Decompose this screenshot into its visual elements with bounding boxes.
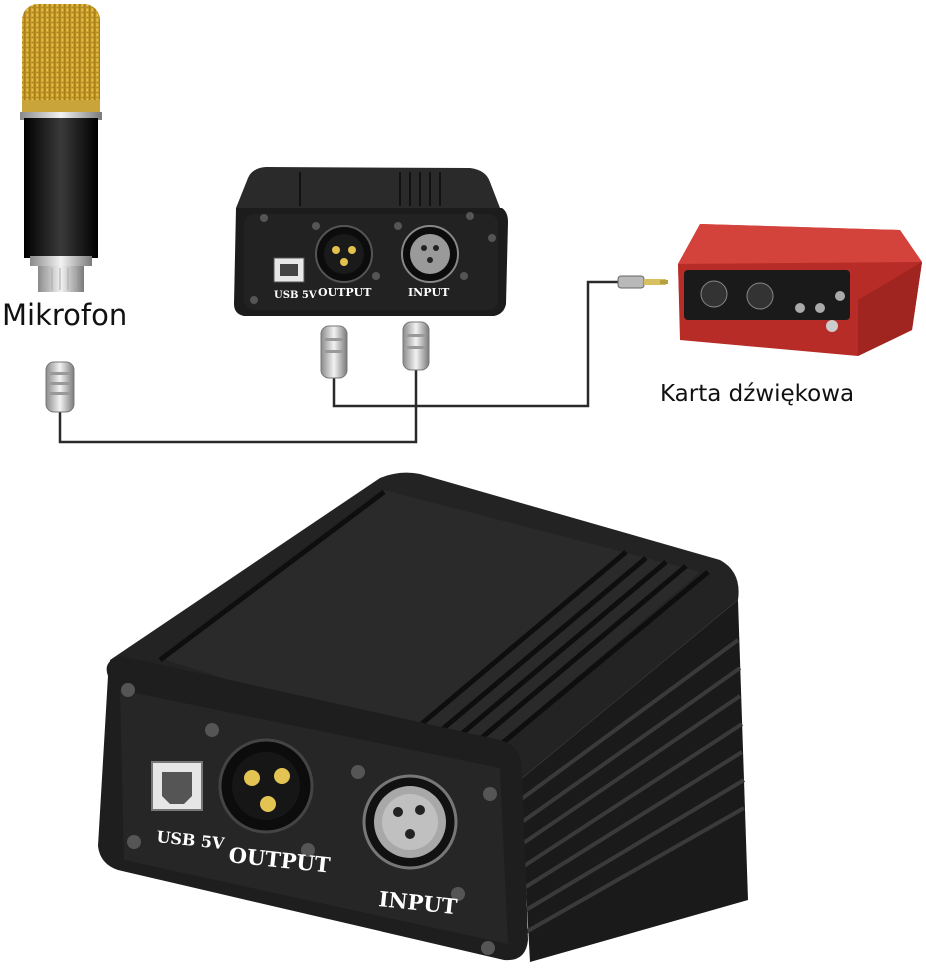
phantom-box-large-icon [98,472,748,962]
small-usb-label: USB 5V [274,290,317,301]
sound-card-icon [678,224,922,356]
phantom-box-small-icon [234,167,508,316]
xlr-plug-input-icon [402,321,430,371]
microphone-label: Mikrofon [2,298,128,332]
small-output-label: OUTPUT [318,286,372,299]
cable-lines [58,280,620,444]
small-input-label: INPUT [408,286,450,299]
xlr-plug-icon [45,361,75,413]
jack-plug-icon [617,275,668,289]
xlr-plug-output-icon [320,325,348,379]
sound-card-label: Karta dźwiękowa [660,381,855,407]
microphone-icon [20,4,102,292]
